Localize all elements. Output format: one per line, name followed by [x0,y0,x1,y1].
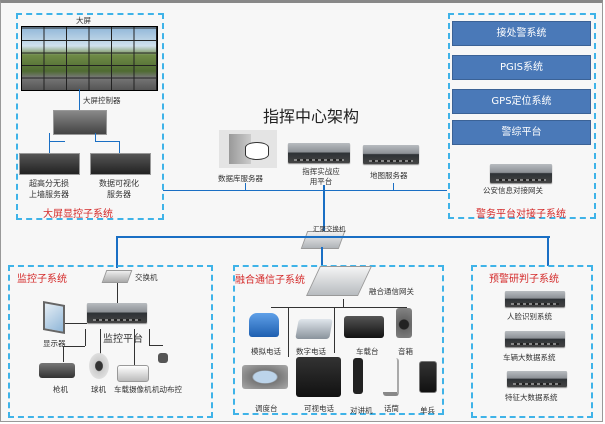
mobile-deploy-label: 机动布控 [152,385,182,394]
core-switch-label: 汇聚交换机 [313,225,346,233]
video-phone-label: 可视电话 [304,404,334,413]
digital-phone-label: 数字电话 [296,347,326,356]
face-recognition-label: 人脸识别系统 [507,312,552,321]
walkie-talkie-icon [353,358,363,394]
big-screen-subsystem [16,13,164,220]
police-subsystem [448,13,596,219]
visualization-server-label-line2: 服务器 [107,190,131,199]
digital-phone-icon [295,319,333,339]
app-platform-label: 指挥实战应用平台 [291,167,351,187]
wall-server-label-line1: 超高分无损 [29,179,69,188]
display-icon [43,301,65,334]
dome-camera-icon [89,353,109,379]
database-server-label: 数据库服务器 [218,174,263,183]
alert-subsystem [471,265,593,418]
display-label: 显示器 [43,339,66,348]
monitor-subsystem [8,265,213,418]
police-gateway-label: 公安信息对接网关 [483,186,543,195]
app-platform-label-line2: 用平台 [309,177,333,186]
visualization-server-icon [90,153,151,175]
microphone-icon [383,358,399,396]
vehicle-bigdata-label: 车辆大数据系统 [503,353,556,362]
microphone-label: 话筒 [384,404,399,413]
individual-terminal-label: 单兵 [420,406,435,415]
database-server-icon [219,130,277,168]
screen-controller-icon [53,110,107,135]
big-screen-subsystem-title: 大屏显控子系统 [43,209,113,220]
speaker-label: 音箱 [398,347,413,356]
vehicle-bigdata-server-icon [505,331,565,347]
bullet-camera-label: 枪机 [53,385,68,394]
switch-icon [101,270,133,283]
monitor-platform-icon [87,303,147,323]
individual-terminal-icon [419,361,437,393]
map-server-icon [363,145,419,164]
monitor-platform-label: 监控平台 [103,334,143,345]
dome-camera-label: 球机 [91,385,106,394]
video-wall-image [21,26,158,91]
analog-phone-label: 模拟电话 [251,347,281,356]
app-platform-server-icon [288,143,350,163]
dispatch-console-icon [242,365,288,389]
analog-phone-icon [249,313,279,337]
alert-subsystem-title: 预警研判子系统 [489,274,559,285]
video-phone-icon [296,357,341,397]
face-recognition-server-icon [505,291,565,307]
diagram-title: 指挥中心架构 [263,107,360,126]
feature-bigdata-server-icon [507,371,567,387]
police-subsystem-title: 警务平台对接子系统 [476,209,566,220]
system-bar-jiechujing: 接处警系统 [452,21,591,46]
vehicle-radio-icon [344,316,384,338]
comm-gateway-label: 融合通信网关 [369,287,414,296]
mobile-deploy-icon [158,353,168,363]
vehicle-camera-icon [117,365,149,382]
police-gateway-icon [490,164,552,183]
wall-server-label-line2: 上墙服务器 [29,190,69,199]
wall-server-icon [19,153,80,175]
walkie-talkie-label: 对讲机 [350,406,373,415]
system-bar-gps: GPS定位系统 [452,89,591,114]
feature-bigdata-label: 特征大数据系统 [505,393,558,402]
dispatch-console-label: 调度台 [255,404,278,413]
vehicle-radio-label: 车载台 [356,347,379,356]
switch-label: 交换机 [135,273,158,282]
app-platform-label-line1: 指挥实战应 [302,167,340,176]
controller-label: 大屏控制器 [83,96,121,105]
monitor-subsystem-title: 监控子系统 [17,274,67,285]
system-bar-jingzong: 警综平台 [452,120,591,145]
visualization-server-label-line1: 数据可视化 [99,179,139,188]
wall-server-label: 超高分无损上墙服务器 [19,178,79,200]
map-server-label: 地图服务器 [370,171,408,180]
system-bar-pgis: PGIS系统 [452,55,591,80]
bullet-camera-icon [39,363,75,378]
comm-subsystem-title: 融合通信子系统 [235,275,305,286]
vehicle-camera-label: 车载摄像机 [114,385,152,394]
speaker-icon [396,308,412,338]
visualization-server-label: 数据可视化服务器 [89,178,149,200]
screen-label: 大屏 [76,16,91,25]
